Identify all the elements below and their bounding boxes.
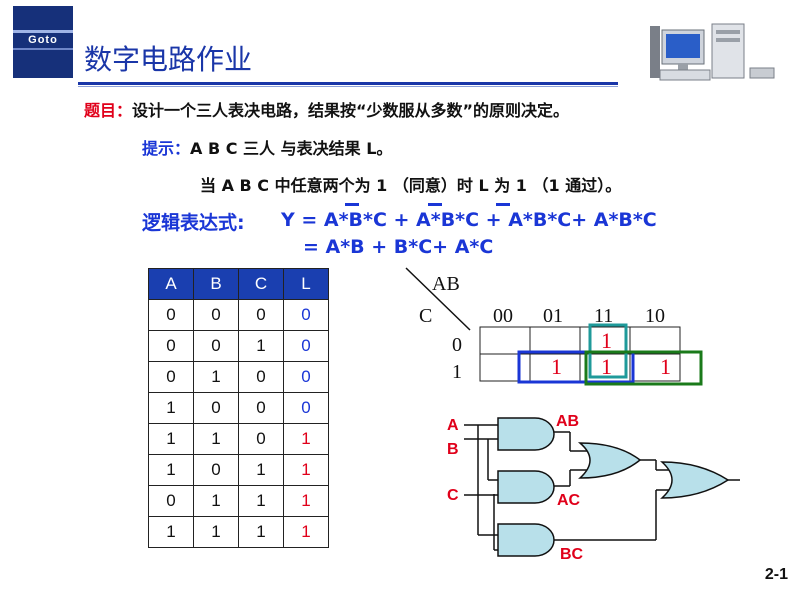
cell: 0	[148, 299, 194, 331]
kmap-cell: 1	[660, 354, 671, 379]
output-bc-label: BC	[560, 546, 584, 563]
cell: 1	[238, 330, 284, 362]
cell: 0	[238, 299, 284, 331]
output-ab-label: AB	[556, 413, 579, 430]
cell: 0	[238, 423, 284, 455]
output-cell: 0	[283, 361, 329, 393]
hint: 提示：A B C 三人 与表决结果 L。	[142, 135, 392, 159]
cell: 0	[193, 454, 239, 486]
output-cell: 0	[283, 392, 329, 424]
kmap-cell: 1	[551, 354, 562, 379]
kmap-col-label: 00	[493, 305, 513, 327]
kmap-diagonal	[405, 267, 471, 331]
or-gate-2	[660, 461, 730, 499]
input-b-label: B	[447, 441, 459, 458]
cell: 1	[238, 485, 284, 517]
cell: 1	[193, 423, 239, 455]
output-cell: 0	[283, 330, 329, 362]
cell: 1	[148, 392, 194, 424]
cell: 1	[238, 516, 284, 548]
karnaugh-map: AB C 00 01 11 10 0 1 1 1 1 1	[405, 267, 703, 386]
cell: 0	[238, 361, 284, 393]
kmap-cell: 1	[601, 354, 612, 379]
expression-label: 逻辑表达式:	[142, 212, 245, 234]
logic-circuit: A B C AB AC BC	[447, 413, 740, 563]
header-b: B	[193, 268, 239, 300]
problem-statement: 题目：设计一个三人表决电路，结果按“少数服从多数”的原则决定。	[84, 97, 569, 121]
kmap-group-green	[584, 350, 703, 386]
problem-label: 题目：	[84, 101, 133, 120]
hint-label: 提示：	[142, 139, 191, 158]
kmap-col-var: AB	[432, 273, 460, 295]
cell: 0	[193, 392, 239, 424]
output-cell: 0	[283, 299, 329, 331]
output-cell: 1	[283, 516, 329, 548]
page-title: 数字电路作业	[84, 43, 253, 76]
cell: 0	[148, 485, 194, 517]
cell: 0	[148, 330, 194, 362]
cell: 0	[148, 361, 194, 393]
logo-stripe	[13, 48, 73, 50]
header-l: L	[283, 268, 329, 300]
and-gate-bc	[497, 523, 555, 557]
and-gate-ac	[497, 470, 555, 504]
overbar-b	[428, 203, 442, 206]
kmap-cell: 1	[601, 328, 612, 353]
logo-stripe	[13, 30, 73, 33]
cell: 1	[193, 516, 239, 548]
cell: 0	[193, 330, 239, 362]
cell: 1	[148, 454, 194, 486]
or-gate-1	[577, 442, 642, 479]
cell: 1	[148, 423, 194, 455]
computer-icon	[650, 23, 775, 81]
cell: 1	[238, 454, 284, 486]
cell: 1	[193, 361, 239, 393]
logo	[13, 6, 73, 78]
cell: 1	[148, 516, 194, 548]
logo-text: Goto	[28, 34, 58, 46]
kmap-col-label: 01	[543, 305, 563, 327]
expression-line1: Y = A*B*C + A*B*C + A*B*C+ A*B*C	[281, 209, 657, 231]
kmap-row-label: 0	[452, 334, 462, 356]
title-divider	[78, 86, 618, 87]
output-ac-label: AC	[557, 492, 581, 509]
hint-text: A B C 三人 与表决结果 L。	[190, 139, 393, 158]
cell: 0	[238, 392, 284, 424]
cell: 0	[193, 299, 239, 331]
output-cell: 1	[283, 454, 329, 486]
and-gate-ab	[497, 417, 555, 451]
overbar-c	[496, 203, 510, 206]
output-cell: 1	[283, 485, 329, 517]
kmap-col-label: 10	[645, 305, 665, 327]
header-c: C	[238, 268, 284, 300]
page-number: 2-1	[764, 566, 788, 583]
truth-table-header: A B C L	[148, 268, 329, 300]
kmap-row-var: C	[419, 305, 432, 327]
kmap-row-label: 1	[452, 361, 462, 383]
kmap-col-label: 11	[594, 305, 613, 327]
kmap-group-blue	[517, 350, 635, 384]
cell: 1	[193, 485, 239, 517]
output-cell: 1	[283, 423, 329, 455]
problem-text: 设计一个三人表决电路，结果按“少数服从多数”的原则决定。	[132, 101, 570, 120]
title-divider	[78, 82, 618, 85]
overbar-a	[345, 203, 359, 206]
hint-detail: 当 A B C 中任意两个为 1 （同意）时 L 为 1 （1 通过）。	[200, 176, 622, 195]
input-a-label: A	[447, 417, 459, 434]
expression-line2: = A*B + B*C+ A*C	[303, 236, 494, 258]
input-c-label: C	[447, 487, 459, 504]
header-a: A	[148, 268, 194, 300]
